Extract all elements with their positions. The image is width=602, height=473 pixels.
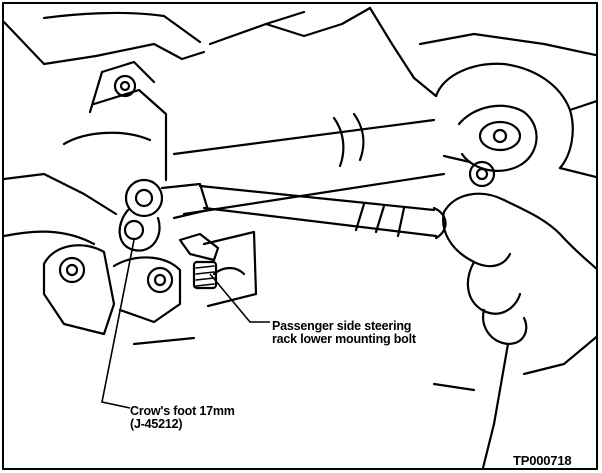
upper-bolt <box>113 74 137 98</box>
bolt-leader-line <box>209 273 270 323</box>
subframe-outline <box>4 20 206 66</box>
knuckle-body <box>434 62 574 170</box>
lower-center-bolt <box>146 266 174 294</box>
figure-frame: Passenger side steering rack lower mount… <box>2 2 598 470</box>
technician-hand <box>442 192 596 270</box>
crows-foot-callout-line1: Crow's foot 17mm <box>130 404 235 418</box>
steering-rack-tube <box>172 118 436 156</box>
rack-lower-mounting-bolt <box>192 260 218 290</box>
steering-rack-illustration <box>4 6 596 468</box>
extension-bar <box>198 184 436 212</box>
tie-rod-boss <box>478 120 522 152</box>
crows-foot-head <box>124 178 164 218</box>
crows-foot-leader-line <box>101 239 135 409</box>
crows-foot-callout: Crow's foot 17mm (J-45212) <box>130 405 270 431</box>
bolt-callout: Passenger side steering rack lower mount… <box>272 319 416 346</box>
lower-left-bolt <box>58 256 86 284</box>
figure-id: TP000718 <box>513 453 572 468</box>
crows-foot-callout-line2: (J-45212) <box>130 417 183 431</box>
